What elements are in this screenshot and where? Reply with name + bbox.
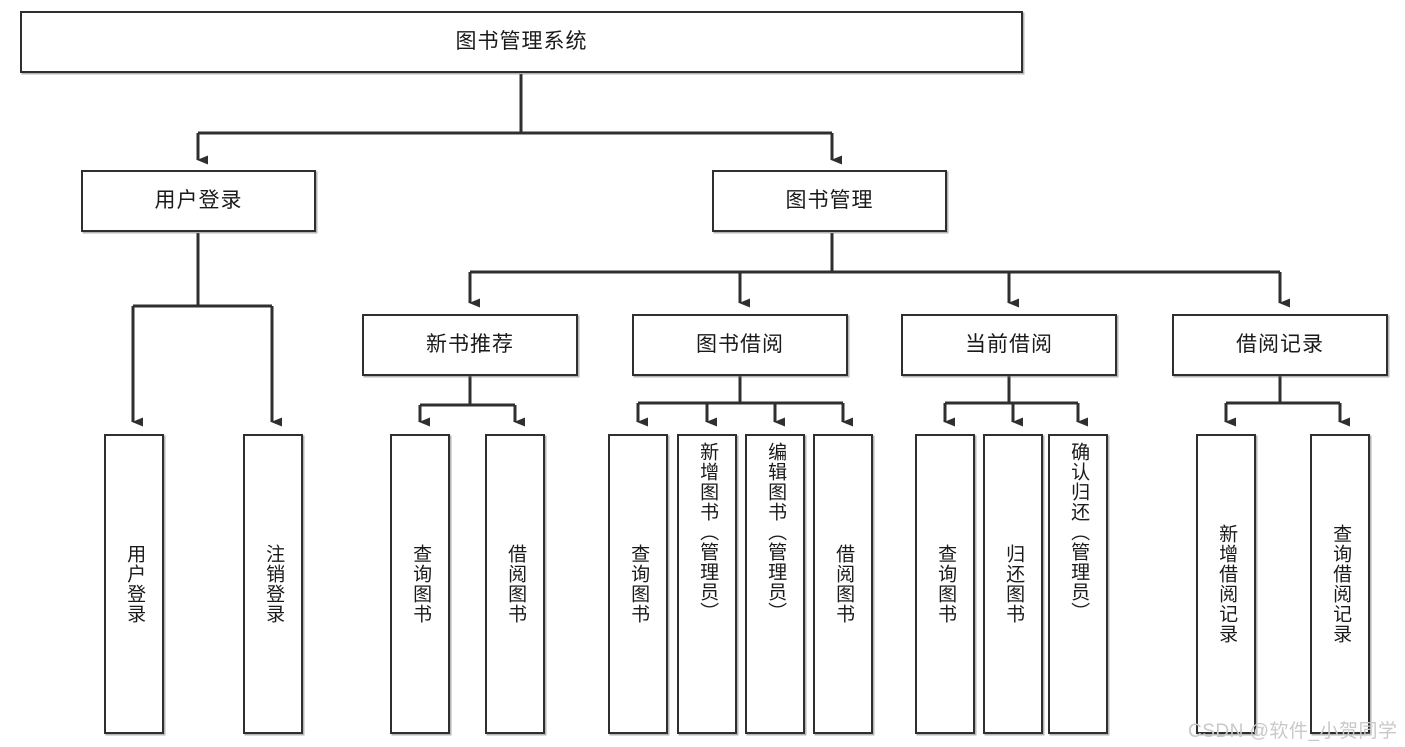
node-label: 新增图书（管理员） <box>697 442 719 622</box>
node-book-management[interactable]: 图书管理 <box>712 170 947 232</box>
node-label: 图书借阅 <box>696 333 784 357</box>
node-label: 用户登录 <box>124 544 146 624</box>
node-label: 查询借阅记录 <box>1330 524 1352 644</box>
node-label: 新增借阅记录 <box>1216 524 1238 644</box>
csdn-watermark: CSDN @软件_小贺同学 <box>1188 721 1398 742</box>
node-new-book-recommend[interactable]: 新书推荐 <box>362 314 578 376</box>
node-leaf-logout-login[interactable]: 注销登录 <box>243 434 303 734</box>
node-leaf-query-book-2[interactable]: 查询图书 <box>608 434 668 734</box>
node-label: 确认归还（管理员） <box>1068 442 1090 622</box>
node-label: 借阅图书 <box>505 544 527 624</box>
node-borrow-record[interactable]: 借阅记录 <box>1172 314 1388 376</box>
node-label: 查询图书 <box>935 544 957 624</box>
node-label: 借阅记录 <box>1236 333 1324 357</box>
node-leaf-add-book[interactable]: 新增图书（管理员） <box>677 434 737 734</box>
node-root-system[interactable]: 图书管理系统 <box>20 11 1023 73</box>
node-leaf-return-book[interactable]: 归还图书 <box>983 434 1043 734</box>
node-label: 归还图书 <box>1003 544 1025 624</box>
node-label: 编辑图书（管理员） <box>765 442 787 622</box>
node-leaf-borrow-book-2[interactable]: 借阅图书 <box>813 434 873 734</box>
node-leaf-query-record[interactable]: 查询借阅记录 <box>1310 434 1370 734</box>
node-leaf-add-record[interactable]: 新增借阅记录 <box>1196 434 1256 734</box>
node-label: 图书管理 <box>785 189 874 213</box>
node-label: 查询图书 <box>410 544 432 624</box>
node-label: 当前借阅 <box>965 333 1053 357</box>
node-user-login[interactable]: 用户登录 <box>81 170 316 232</box>
node-leaf-borrow-book-1[interactable]: 借阅图书 <box>485 434 545 734</box>
node-label: 查询图书 <box>628 544 650 624</box>
node-label: 图书管理系统 <box>455 30 588 54</box>
node-current-borrow[interactable]: 当前借阅 <box>901 314 1117 376</box>
node-label: 注销登录 <box>263 544 285 624</box>
node-label: 用户登录 <box>154 189 243 213</box>
node-book-borrow[interactable]: 图书借阅 <box>632 314 848 376</box>
node-leaf-query-book-3[interactable]: 查询图书 <box>915 434 975 734</box>
node-leaf-user-login[interactable]: 用户登录 <box>104 434 164 734</box>
node-label: 新书推荐 <box>426 333 514 357</box>
node-leaf-edit-book[interactable]: 编辑图书（管理员） <box>745 434 805 734</box>
node-leaf-query-book-1[interactable]: 查询图书 <box>390 434 450 734</box>
node-label: 借阅图书 <box>833 544 855 624</box>
node-leaf-confirm-return[interactable]: 确认归还（管理员） <box>1048 434 1108 734</box>
